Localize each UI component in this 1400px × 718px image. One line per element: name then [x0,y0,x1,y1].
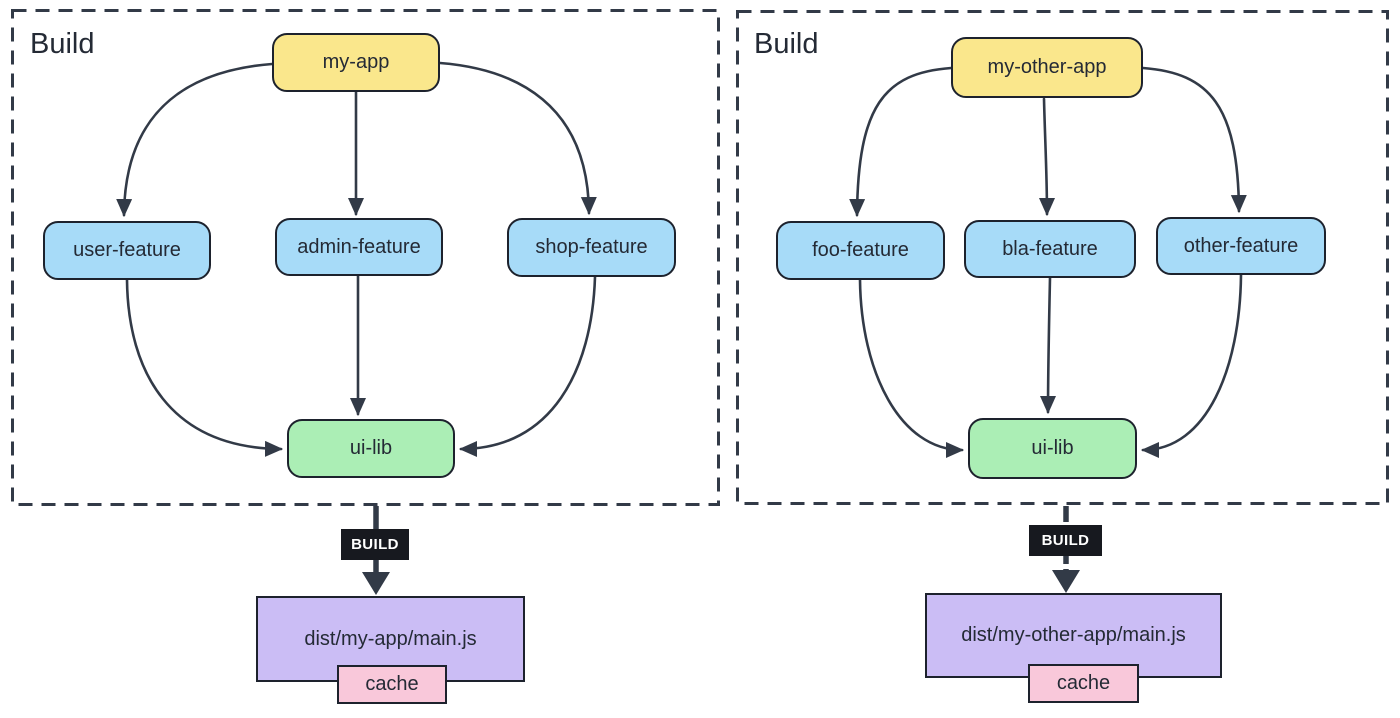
edge-foo-feature-ui-lib [858,278,964,458]
node-label: foo-feature [812,239,909,261]
node-user-feature: user-feature [43,221,211,280]
node-dist-my-other-app: dist/my-other-app/main.js [925,593,1222,678]
node-admin-feature: admin-feature [275,218,443,276]
node-label: bla-feature [1002,237,1098,260]
node-my-app: my-app [272,33,440,92]
node-cache-left: cache [337,665,447,704]
node-shop-feature: shop-feature [507,218,676,277]
node-label: my-app [322,51,390,73]
edge-my-app-user-feature [116,62,274,217]
node-other-feature: other-feature [1156,217,1326,275]
node-label: other-feature [1183,234,1299,257]
node-label: cache [1056,672,1111,694]
node-label: ui-lib [1031,437,1074,459]
edge-user-feature-ui-lib [125,278,283,457]
node-label: dist/my-other-app/main.js [961,624,1186,646]
edge-my-app-shop-feature [438,61,597,215]
group-title-right: Build [754,28,819,60]
edge-bla-feature-ui-lib [1040,276,1057,414]
node-my-other-app: my-other-app [951,37,1143,98]
build-arrowhead-right-icon [1052,570,1080,593]
node-label: shop-feature [535,236,648,258]
build-group-border-left [11,9,720,506]
node-ui-lib-left: ui-lib [287,419,455,478]
edge-my-other-app-other-feature [1141,66,1247,213]
node-label: ui-lib [349,437,393,459]
node-cache-right: cache [1028,664,1139,703]
edge-other-feature-ui-lib [1141,273,1243,458]
build-tag-label: BUILD [1041,532,1090,549]
node-ui-lib-right: ui-lib [968,418,1137,479]
edge-my-other-app-foo-feature [849,66,953,217]
build-tag-label: BUILD [351,536,399,553]
build-group-border-right [736,10,1389,505]
build-arrowhead-left-icon [362,572,390,595]
group-title-left: Build [30,28,95,60]
node-label: admin-feature [297,235,421,258]
node-label: dist/my-app/main.js [304,627,477,650]
edge-my-other-app-bla-feature [1038,97,1055,216]
build-tag-right: BUILD [1029,525,1102,556]
build-tag-left: BUILD [341,529,409,560]
node-bla-feature: bla-feature [964,220,1136,278]
node-foo-feature: foo-feature [776,221,945,280]
node-label: cache [365,673,419,695]
edge-shop-feature-ui-lib [459,275,597,457]
node-label: user-feature [73,239,181,261]
node-label: my-other-app [987,56,1107,78]
